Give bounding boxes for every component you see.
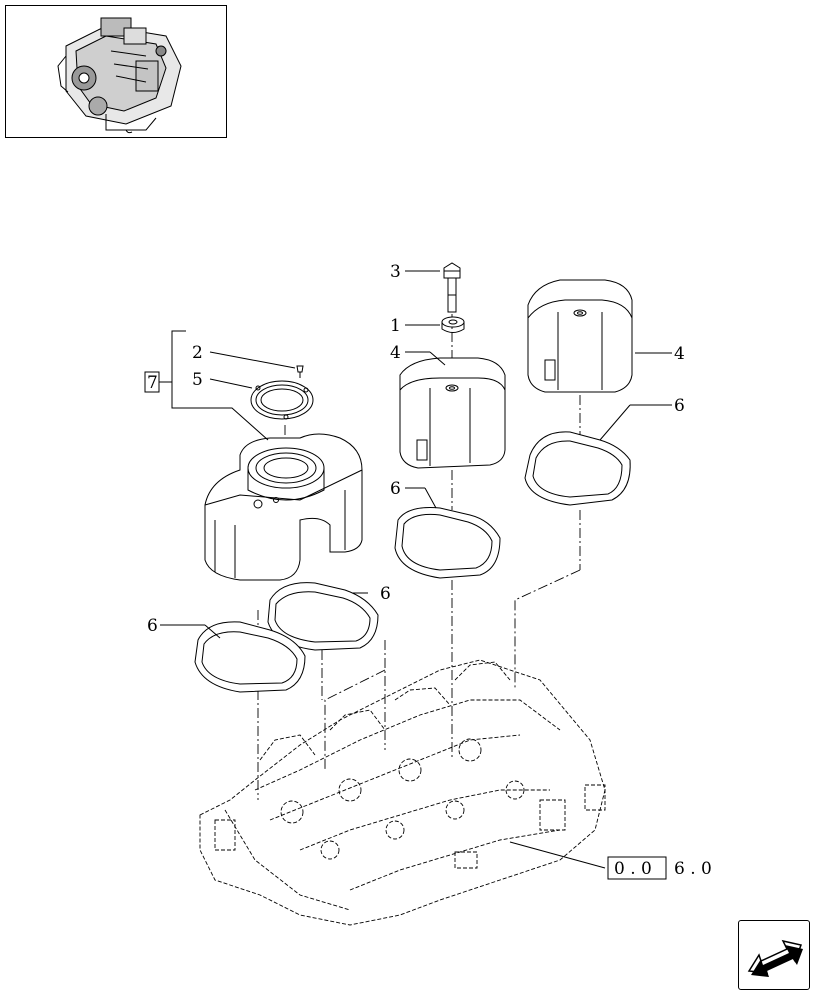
engine-thumbnail (5, 5, 227, 138)
callout-6-left-lower[interactable]: 6 (147, 616, 158, 636)
callout-6-rear[interactable]: 6 (674, 396, 685, 416)
gasket-part-6-rear (524, 431, 631, 506)
callout-7[interactable]: 7 (147, 373, 158, 393)
next-page-button[interactable] (738, 920, 810, 990)
cover-part-4-front (399, 357, 506, 469)
reference-boxed-part[interactable]: 0 . 0 (614, 859, 652, 879)
callout-3[interactable]: 3 (390, 262, 401, 282)
seal-ring-part-5 (250, 380, 314, 420)
callout-7-box (144, 371, 160, 393)
next-page-arrow-icon (747, 939, 803, 977)
callout-4-rear[interactable]: 4 (674, 344, 685, 364)
callout-4-front[interactable]: 4 (390, 343, 401, 363)
engine-thumbnail-icon (57, 17, 182, 134)
callout-5[interactable]: 5 (192, 370, 203, 390)
callout-6-mid[interactable]: 6 (390, 479, 401, 499)
callout-2[interactable]: 2 (192, 343, 203, 363)
washer-part-1 (441, 316, 465, 333)
screw-part-2 (296, 365, 304, 378)
cover-assembly-part-7 (204, 433, 363, 581)
gasket-part-6-left-lower (194, 621, 306, 693)
callout-1[interactable]: 1 (390, 316, 401, 336)
cylinder-head (199, 659, 606, 926)
cover-part-4-rear (527, 279, 633, 393)
gasket-part-6-left-upper (267, 582, 379, 651)
reference-rest-part[interactable]: 6 . 0 (674, 859, 712, 879)
leader-lines (158, 270, 672, 869)
callout-6-left-upper[interactable]: 6 (380, 584, 391, 604)
alignment-lines (257, 278, 581, 800)
bolt-part-3 (443, 262, 461, 313)
gasket-part-6-mid (394, 507, 501, 579)
reference-box (607, 856, 667, 880)
